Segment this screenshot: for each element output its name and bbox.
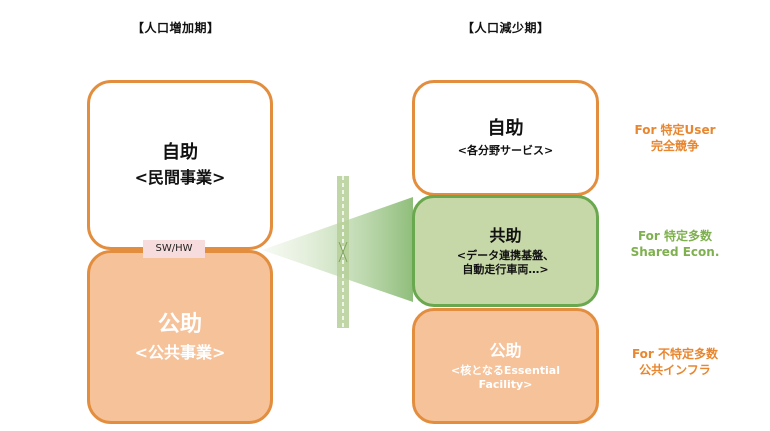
right-self-help-box: 自助 <各分野サービス> bbox=[412, 80, 599, 196]
left-public-help-box: 公助 <公共事業> bbox=[87, 250, 273, 424]
left-self-help-subtitle: <民間事業> bbox=[134, 168, 226, 188]
left-self-help-title: 自助 bbox=[162, 141, 198, 163]
label-specific-many-line2: Shared Econ. bbox=[630, 245, 720, 260]
right-public-help-line1: <核となるEssential bbox=[450, 363, 560, 377]
right-mutual-help-line1: <データ連携基盤、 bbox=[456, 248, 555, 262]
sw-hw-tag: SW/HW bbox=[143, 240, 205, 258]
left-self-help-box: 自助 <民間事業> bbox=[87, 80, 273, 250]
right-mutual-help-line2: 自動走行車両…> bbox=[462, 262, 549, 276]
label-specific-user-line1: For 特定User bbox=[634, 123, 716, 137]
left-public-help-title: 公助 bbox=[157, 312, 202, 338]
label-specific-many: For 特定多数 Shared Econ. bbox=[620, 228, 730, 260]
right-public-help-box: 公助 <核となるEssential Facility> bbox=[412, 308, 599, 424]
right-self-help-subtitle: <各分野サービス> bbox=[457, 144, 554, 158]
right-public-help-line2: Facility> bbox=[478, 377, 533, 391]
right-public-help-title: 公助 bbox=[489, 340, 522, 360]
right-mutual-help-box: 共助 <データ連携基盤、 自動走行車両…> bbox=[412, 195, 599, 307]
left-period-heading: 【人口増加期】 bbox=[132, 21, 220, 35]
label-specific-user-line2: 完全競争 bbox=[650, 139, 699, 154]
label-unspecified-many-line1: For 不特定多数 bbox=[631, 347, 719, 361]
label-unspecified-many: For 不特定多数 公共インフラ bbox=[620, 346, 730, 378]
label-specific-many-line1: For 特定多数 bbox=[637, 229, 713, 243]
label-specific-user: For 特定User 完全競争 bbox=[620, 122, 730, 154]
right-mutual-help-title: 共助 bbox=[489, 225, 522, 245]
left-public-help-subtitle: <公共事業> bbox=[134, 342, 226, 362]
right-period-heading: 【人口減少期】 bbox=[462, 21, 550, 35]
right-self-help-title: 自助 bbox=[487, 117, 524, 139]
label-unspecified-many-line2: 公共インフラ bbox=[639, 363, 711, 378]
